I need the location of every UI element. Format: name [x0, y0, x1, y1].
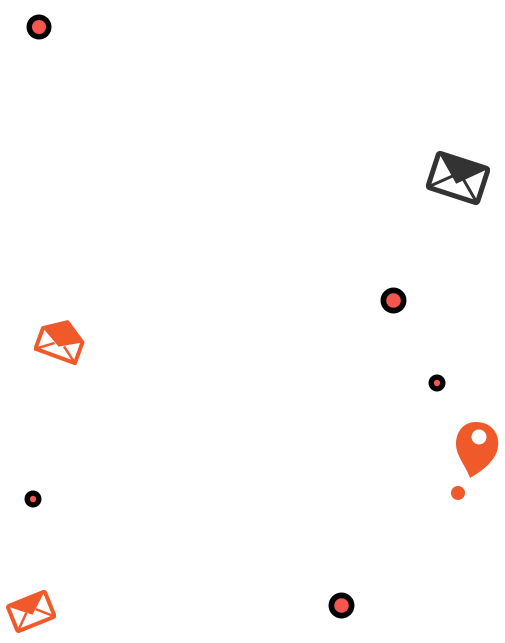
map-pin-icon: [451, 422, 499, 500]
dot-icon: [26, 14, 52, 40]
dot-icon: [428, 374, 446, 392]
dot-icon: [328, 592, 355, 619]
dot-icon: [24, 490, 42, 508]
envelope-icon: [6, 589, 56, 633]
envelope-icon: [426, 150, 490, 206]
dot-icon: [380, 287, 407, 314]
envelope-open-icon: [34, 320, 85, 365]
